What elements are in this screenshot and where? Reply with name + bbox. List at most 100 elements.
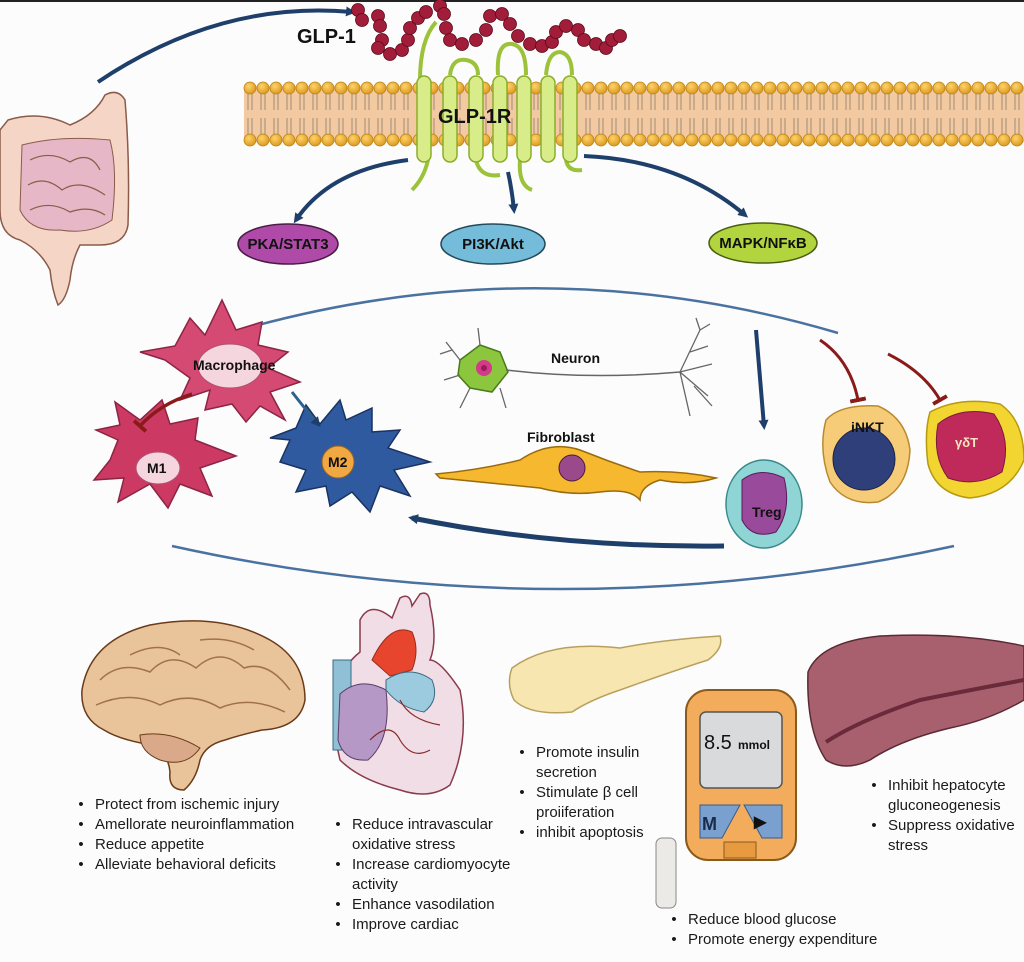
lipid-head xyxy=(373,133,387,147)
inhibit-m1-arrow xyxy=(132,392,193,433)
peptide-bead xyxy=(355,13,369,27)
lipid-head xyxy=(971,133,985,147)
lipid-head xyxy=(321,133,335,147)
peptide-bead xyxy=(371,41,385,55)
lipid-head xyxy=(763,81,777,95)
lipid-head xyxy=(841,133,855,147)
lipid-head xyxy=(698,81,712,95)
peptide-bead xyxy=(383,47,397,61)
lipid-head xyxy=(932,81,946,95)
heart-effect-item: Reduce intravascular oxidative stress xyxy=(332,815,537,855)
glucose-reading-unit: mmol xyxy=(738,738,771,752)
lipid-head xyxy=(594,133,608,147)
cell-membrane xyxy=(243,81,1024,147)
peptide-bead xyxy=(483,9,497,23)
peptide-bead xyxy=(559,19,573,33)
lipid-head xyxy=(763,133,777,147)
peptide-bead xyxy=(523,37,537,51)
lipid-head xyxy=(620,81,634,95)
lipid-head xyxy=(269,133,283,147)
lipid-head xyxy=(243,133,257,147)
lipid-head xyxy=(620,133,634,147)
lipid-head xyxy=(295,133,309,147)
inkt-cell xyxy=(822,405,911,504)
treg-to-m2-arrow xyxy=(408,514,725,549)
peptide-bead xyxy=(503,17,517,31)
lipid-head xyxy=(373,81,387,95)
brain-effect-item: Amellorate neuroinflammation xyxy=(75,815,355,835)
heart-effect-item: Enhance vasodilation xyxy=(332,895,537,915)
receptor-helix xyxy=(416,75,432,163)
fibroblast-label: Fibroblast xyxy=(527,429,595,445)
glucose-reading-value: 8.5 xyxy=(704,732,732,754)
lipid-head xyxy=(724,133,738,147)
inhibit-gdt-arrow xyxy=(887,352,948,406)
brain-illustration xyxy=(81,620,306,791)
lipid-head xyxy=(854,133,868,147)
pancreas-effect-item: Stimulate β cell proiiferation xyxy=(516,783,671,823)
lipid-head xyxy=(672,81,686,95)
peptide-bead xyxy=(613,29,627,43)
m1-label: M1 xyxy=(147,460,167,476)
lipid-head xyxy=(750,133,764,147)
glucose-effect-item: Reduce blood glucose xyxy=(668,910,968,930)
peptide-bead xyxy=(395,43,409,57)
lipid-head xyxy=(984,81,998,95)
inhibit-inkt-arrow xyxy=(819,338,867,404)
lipid-head xyxy=(802,133,816,147)
lipid-head xyxy=(815,81,829,95)
lipid-head xyxy=(893,81,907,95)
lipid-head xyxy=(308,133,322,147)
treg-cell xyxy=(725,459,803,549)
pancreas-effect-item: inhibit apoptosis xyxy=(516,823,671,843)
pancreas-effects-list: Promote insulin secretion Stimulate β ce… xyxy=(516,743,671,843)
heart-effects-list: Reduce intravascular oxidative stress In… xyxy=(332,815,537,935)
lipid-head xyxy=(295,81,309,95)
arrow-to-pi3k xyxy=(506,171,519,214)
brain-effects-list: Protect from ischemic injury Amellorate … xyxy=(75,795,355,875)
lipid-head xyxy=(659,81,673,95)
lipid-head xyxy=(893,133,907,147)
lipid-head xyxy=(321,81,335,95)
lipid-head xyxy=(256,133,270,147)
heart-illustration xyxy=(332,592,465,795)
peptide-bead xyxy=(419,5,433,19)
arrow-to-pka xyxy=(293,158,409,224)
peptide-bead xyxy=(549,25,563,39)
lipid-head xyxy=(724,81,738,95)
peptide-bead xyxy=(443,33,457,47)
liver-effect-item: Suppress oxidative stress xyxy=(868,816,1024,856)
peptide-bead xyxy=(495,7,509,21)
pathway-pka-stat3: PKA/STAT3 xyxy=(247,235,329,253)
lipid-head xyxy=(347,133,361,147)
mapk-nfkb-ellipse xyxy=(708,222,818,264)
lipid-head xyxy=(841,81,855,95)
peptide-bead xyxy=(455,37,469,51)
lipid-head xyxy=(685,81,699,95)
lipid-head xyxy=(581,81,595,95)
peptide-bead xyxy=(373,19,387,33)
lipid-head xyxy=(945,81,959,95)
brain-effect-item: Alleviate behavioral deficits xyxy=(75,855,355,875)
pathway-mapk-nfkb: MAPK/NFκB xyxy=(719,234,807,252)
lipid-head xyxy=(880,81,894,95)
glp1-label: GLP-1 xyxy=(297,26,356,48)
lipid-head xyxy=(932,133,946,147)
lipid-head xyxy=(399,133,413,147)
peptide-bead xyxy=(577,33,591,47)
lipid-head xyxy=(607,81,621,95)
lipid-head xyxy=(386,81,400,95)
lipid-head xyxy=(282,81,296,95)
receptor-helix xyxy=(516,75,532,163)
lipid-head xyxy=(789,133,803,147)
meter-m-button: M xyxy=(702,814,717,834)
fibroblast-cell xyxy=(434,445,719,503)
lipid-head xyxy=(971,81,985,95)
receptor-helix xyxy=(492,75,508,163)
peptide-bead xyxy=(439,21,453,35)
glp1r-label: GLP-1R xyxy=(438,106,512,128)
lipid-head xyxy=(711,81,725,95)
lipid-head xyxy=(737,81,751,95)
m2-cell xyxy=(269,398,433,514)
